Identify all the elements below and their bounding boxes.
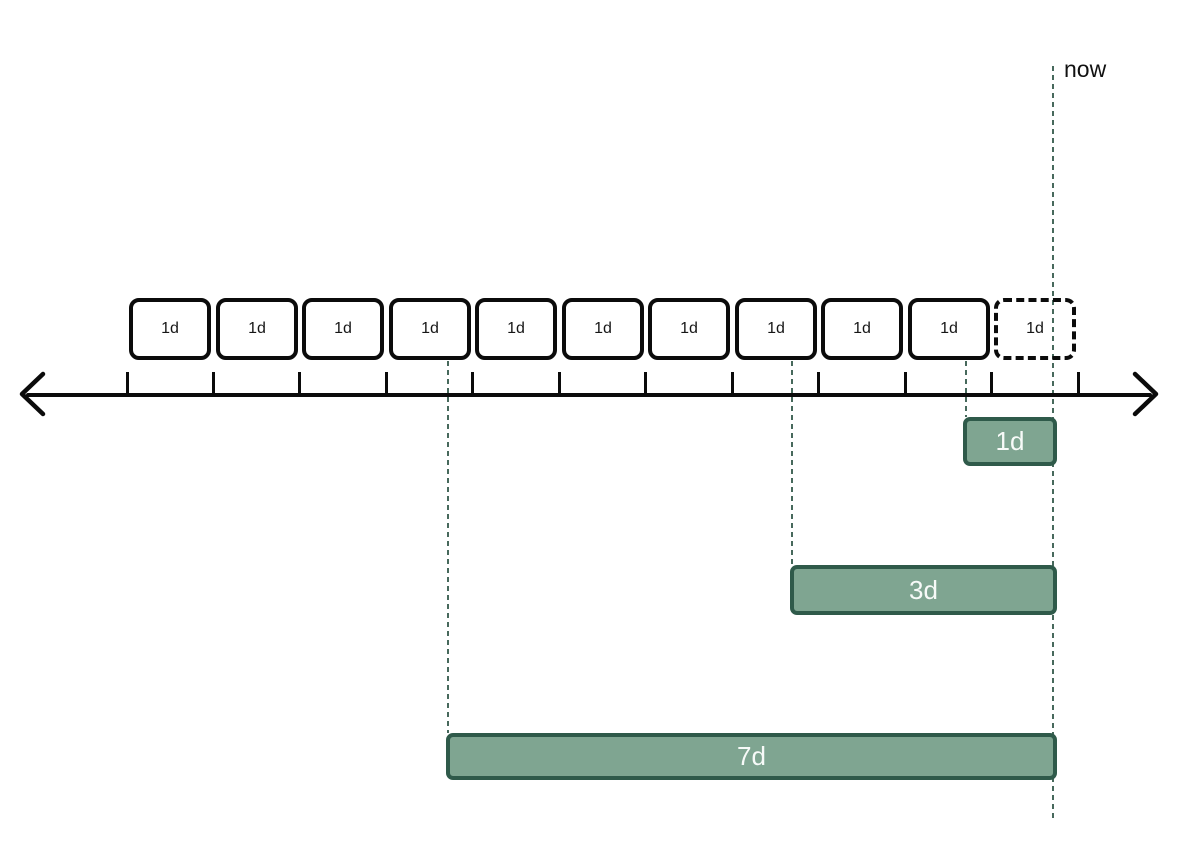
axis-tick (644, 372, 647, 394)
time-axis (26, 393, 1152, 397)
day-box: 1d (302, 298, 384, 360)
day-box-label: 1d (680, 320, 698, 337)
axis-tick (817, 372, 820, 394)
lookback-bar-1d: 1d (963, 417, 1057, 466)
axis-tick (471, 372, 474, 394)
axis-tick (904, 372, 907, 394)
lookback-bar-7d: 7d (446, 733, 1057, 780)
day-box-label: 1d (594, 320, 612, 337)
day-box: 1d (129, 298, 211, 360)
axis-tick (212, 372, 215, 394)
day-box-label: 1d (767, 320, 785, 337)
guide-3d-start (791, 361, 793, 565)
axis-tick (1077, 372, 1080, 394)
guide-7d-start (447, 361, 449, 733)
day-box: 1d (389, 298, 471, 360)
axis-arrow-right-icon (1132, 371, 1159, 417)
day-box: 1d (735, 298, 817, 360)
lookback-bar-label: 7d (737, 741, 766, 771)
day-box-label: 1d (853, 320, 871, 337)
day-box: 1d (475, 298, 557, 360)
day-box-label: 1d (507, 320, 525, 337)
axis-tick (298, 372, 301, 394)
axis-tick (126, 372, 129, 394)
now-label: now (1064, 56, 1107, 82)
day-box-label: 1d (161, 320, 179, 337)
axis-tick (990, 372, 993, 394)
axis-tick (385, 372, 388, 394)
lookback-bar-label: 3d (909, 574, 938, 605)
day-box: 1d (908, 298, 990, 360)
axis-tick (558, 372, 561, 394)
day-box-current: 1d (994, 298, 1076, 360)
day-box: 1d (562, 298, 644, 360)
lookback-bar-label: 1d (995, 426, 1025, 456)
axis-tick (731, 372, 734, 394)
day-box: 1d (648, 298, 730, 360)
day-box-label: 1d (1026, 320, 1044, 337)
axis-arrow-left-icon (19, 371, 46, 417)
lookback-bar-3d: 3d (790, 565, 1057, 615)
day-box-label: 1d (421, 320, 439, 337)
day-box-label: 1d (248, 320, 266, 337)
day-box: 1d (216, 298, 298, 360)
day-box: 1d (821, 298, 903, 360)
guide-1d-start (965, 361, 967, 417)
day-box-label: 1d (334, 320, 352, 337)
day-box-label: 1d (940, 320, 958, 337)
